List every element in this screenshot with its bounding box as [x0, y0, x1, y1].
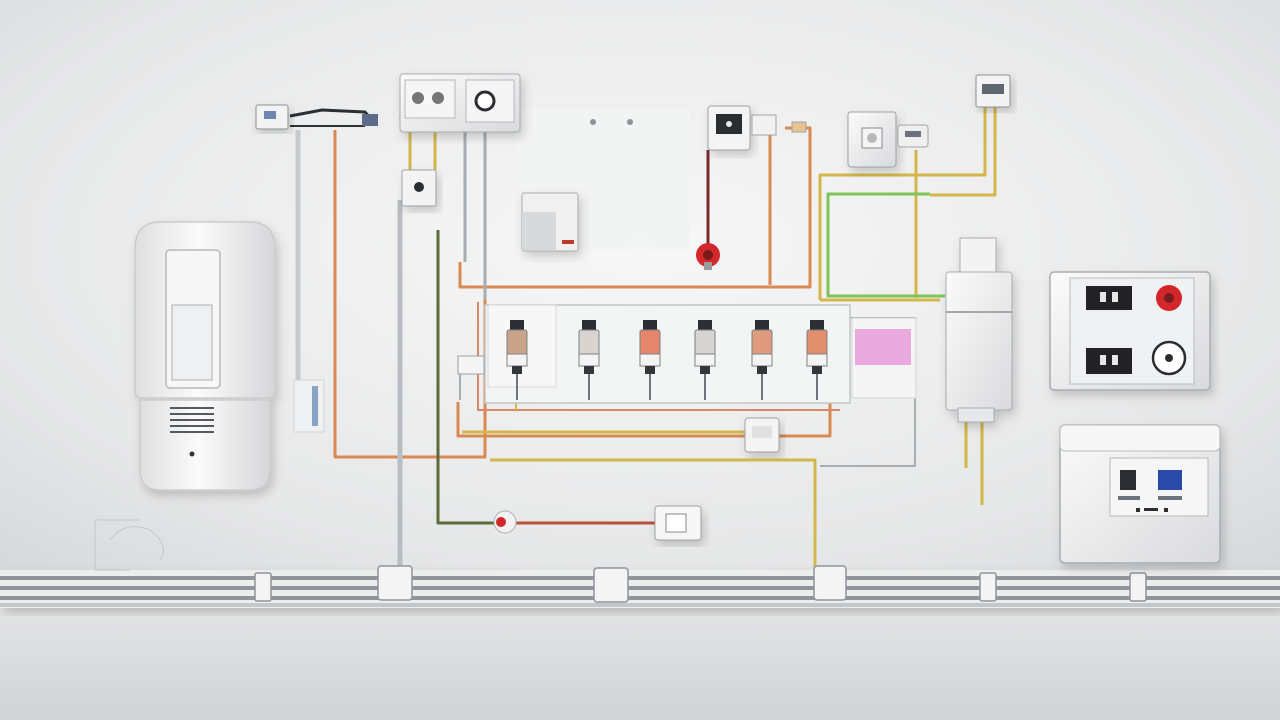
- tray-clamp: [1129, 572, 1147, 602]
- wire-yellow: [490, 458, 817, 570]
- wire-yellow: [930, 105, 997, 197]
- connector-box: [255, 104, 289, 130]
- junction-box: [744, 417, 780, 453]
- red-button-icon: [696, 243, 720, 270]
- fuse-icon: [806, 320, 828, 400]
- junction-switch: [401, 169, 437, 207]
- fuse-row: [506, 320, 828, 400]
- wall-sketch-marks: [94, 519, 164, 571]
- fuse-icon: [694, 320, 716, 400]
- fuse-icon: [578, 320, 600, 400]
- top-right-terminal: [975, 74, 1011, 108]
- wall-label-strip: [293, 379, 325, 433]
- tray-clamp: [813, 565, 847, 601]
- wire-dark-red: [436, 230, 500, 525]
- tray-clamp: [254, 572, 272, 602]
- cable-plug: [362, 114, 378, 126]
- wire-orange: [456, 402, 832, 438]
- fuse-icon: [639, 320, 661, 400]
- wall-switch: [847, 111, 897, 168]
- status-display: [1120, 470, 1136, 490]
- pink-indicator-panel: [855, 329, 911, 365]
- control-panel-icon: [1059, 424, 1221, 564]
- socket-panel-icon: [1049, 271, 1211, 391]
- cable-splitter: [897, 124, 929, 148]
- backboard-screw: [627, 119, 633, 125]
- cable-tray-icon: [0, 570, 1280, 608]
- fuse-icon: [751, 320, 773, 400]
- wall-switch: [707, 105, 751, 151]
- wire-green: [826, 192, 945, 298]
- wall-label-mark: [312, 386, 318, 426]
- fuse-panel: [484, 304, 917, 404]
- small-terminal: [457, 355, 485, 375]
- backboard-screw: [590, 119, 596, 125]
- switch-box-icon: [399, 73, 521, 133]
- red-button-icon: [493, 510, 517, 534]
- small-connector: [751, 114, 777, 136]
- status-display: [1158, 470, 1182, 490]
- outlet-box: [654, 505, 702, 541]
- small-connector: [791, 121, 807, 133]
- tray-clamp: [377, 565, 413, 601]
- distribution-module: [945, 237, 1013, 423]
- tray-clamp: [593, 567, 629, 603]
- tray-clamp: [979, 572, 997, 602]
- grey-relay-box: [521, 192, 579, 252]
- fuse-icon: [506, 320, 528, 400]
- wire-yellow: [818, 105, 987, 300]
- wire-orange: [477, 302, 840, 411]
- tray-clamps: [254, 565, 1147, 603]
- heater-unit-icon: [134, 221, 276, 491]
- floor: [0, 605, 1280, 720]
